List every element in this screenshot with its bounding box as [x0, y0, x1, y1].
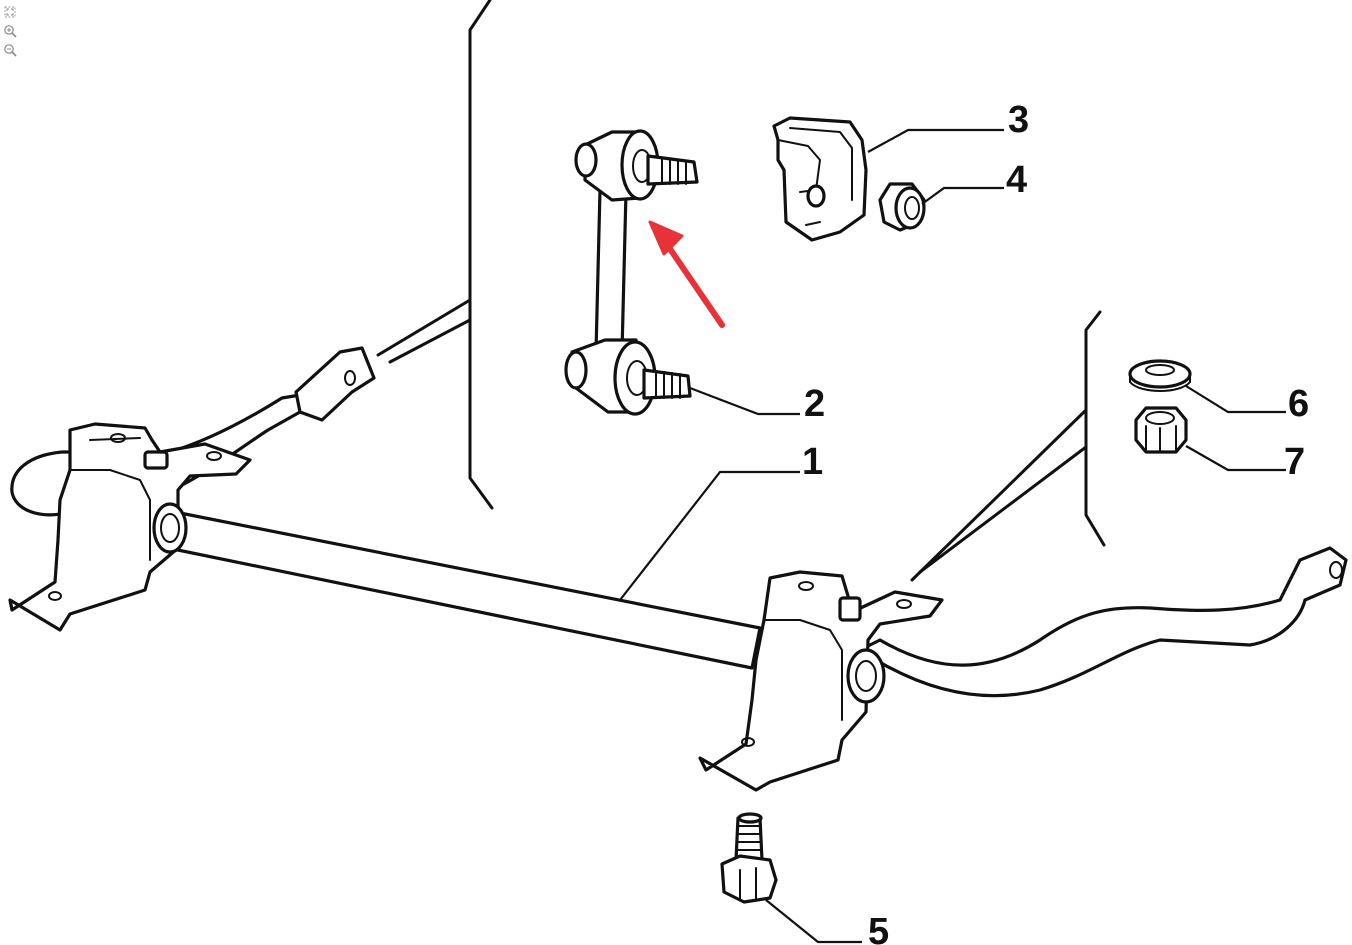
left-clamp-bracket: [8, 422, 252, 632]
washer-part-6: [1128, 359, 1192, 392]
nut-part-4: [878, 182, 926, 232]
callout-1: 1: [802, 441, 823, 483]
zoom-out-button[interactable]: [3, 43, 17, 57]
callout-3: 3: [1008, 99, 1029, 141]
bolt-part-5: [720, 812, 778, 904]
callout-6: 6: [1288, 383, 1309, 425]
right-clamp-bracket: [698, 570, 944, 792]
flange-nut-part-7: [1134, 406, 1188, 454]
fit-to-window-button[interactable]: [3, 5, 17, 19]
stabilizer-link: [564, 129, 699, 416]
callout-4: 4: [1006, 159, 1027, 201]
leader-lines: [619, 128, 1286, 944]
callout-2: 2: [804, 383, 825, 425]
highlight-arrow: [648, 220, 725, 328]
zoom-out-icon: [3, 43, 17, 57]
fit-to-window-icon: [3, 5, 17, 19]
zoom-in-icon: [3, 24, 17, 38]
link-bracket: [772, 116, 868, 242]
body-outline-left: [376, 0, 494, 510]
stabilizer-bar: [10, 346, 1348, 698]
callout-5: 5: [868, 911, 889, 945]
zoom-in-button[interactable]: [3, 24, 17, 38]
body-outline-right: [910, 310, 1106, 582]
callout-7: 7: [1284, 441, 1305, 483]
